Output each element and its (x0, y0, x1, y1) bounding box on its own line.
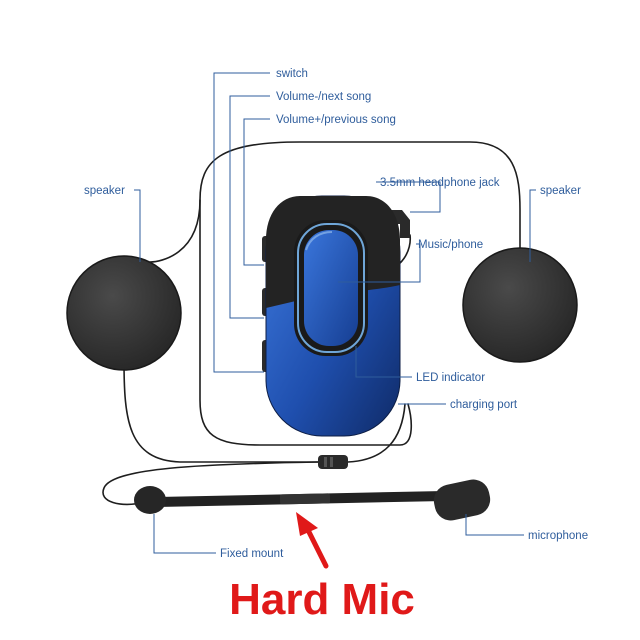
speaker-right (462, 247, 578, 363)
label-music-phone: Music/phone (418, 239, 483, 251)
label-fixed-mount: Fixed mount (220, 548, 284, 560)
label-charging: charging port (450, 399, 518, 411)
headset-device (262, 195, 410, 437)
label-microphone: microphone (528, 530, 588, 542)
label-switch: switch (276, 68, 308, 80)
speaker-cable-loop (123, 359, 319, 463)
label-speaker-left: speaker (84, 185, 125, 197)
label-led: LED indicator (416, 372, 485, 384)
arrow-up-icon (296, 512, 329, 569)
speaker-left (66, 255, 182, 371)
label-speaker-right: speaker (540, 185, 581, 197)
fixed-mount-cap (134, 486, 166, 514)
mic-cable (347, 403, 406, 463)
inline-connector (318, 455, 348, 469)
mic-foam (433, 479, 491, 521)
labels: switch Volume-/next song Volume+/previou… (84, 68, 588, 560)
speaker-cable-left-top (149, 141, 521, 263)
leader-lines (134, 72, 536, 554)
device-loop-right (199, 199, 412, 446)
mic-cable-lower (102, 461, 319, 506)
headline-hard-mic: Hard Mic (229, 575, 415, 624)
label-volume-down: Volume-/next song (276, 91, 371, 103)
microphone-boom (134, 479, 491, 521)
cables (102, 141, 521, 506)
label-headphone-jack: 3.5mm headphone jack (380, 177, 500, 189)
label-volume-up: Volume+/previous song (276, 114, 396, 126)
